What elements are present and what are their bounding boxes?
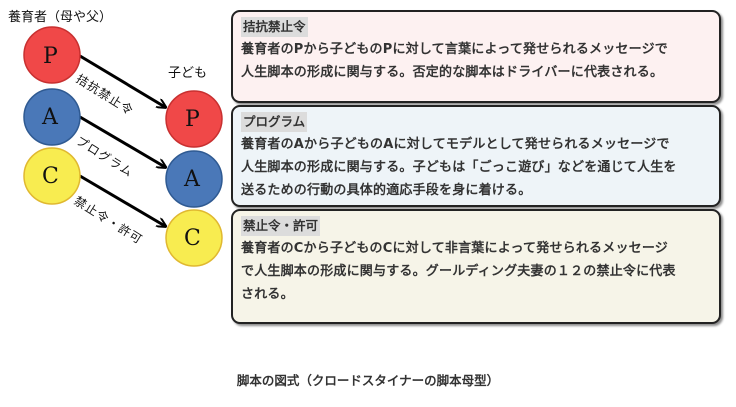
parent-label: 養育者（母や父） [8, 10, 113, 25]
child-label: 子ども [168, 66, 208, 81]
box-line: 人生脚本の形成に関与する。子どもは「ごっこ遊び」などを通じて人生を [241, 160, 677, 175]
box-line: 送るための行動の具体的適応手段を身に着ける。 [241, 183, 532, 198]
box-body: 養育者のAから子どものAに対してモデルとして発せられるメッセージで 人生脚本の形… [241, 133, 711, 202]
box-injunction-permission: 禁止令・許可 養育者のCから子どものCに対して非言葉によって発せられるメッセージ… [231, 209, 721, 324]
parent-c-circle [23, 147, 81, 205]
child-p-letter: P [185, 107, 200, 132]
arrow-a [79, 115, 165, 167]
box-title: プログラム [241, 112, 308, 132]
parent-a-letter: A [42, 105, 58, 130]
parent-a-circle [23, 88, 81, 146]
child-c-circle [165, 209, 223, 267]
box-title: 拮抗禁止令 [241, 17, 308, 37]
box-line: される。 [241, 287, 294, 302]
parent-p-letter: P [43, 44, 58, 69]
box-line: 養育者のAから子どものAに対してモデルとして発せられるメッセージで [241, 137, 670, 152]
parent-c-letter: C [42, 164, 59, 189]
box-line: で人生脚本の形成に関与する。グールディング夫妻の１２の禁止令に代表 [241, 264, 676, 279]
diagram-graphics [23, 26, 223, 267]
box-counter-injunction: 拮抗禁止令 養育者のPから子どものPに対して言葉によって発せられるメッセージで … [231, 10, 721, 103]
child-a-circle [165, 150, 223, 208]
box-body: 養育者のPから子どものPに対して言葉によって発せられるメッセージで 人生脚本の形… [241, 38, 711, 84]
box-line: 養育者のPから子どものPに対して言葉によって発せられるメッセージで [241, 42, 668, 57]
box-line: 養育者のCから子どものCに対して非言葉によって発せられるメッセージ [241, 241, 668, 256]
arrow-c [79, 174, 165, 226]
child-a-letter: A [184, 167, 200, 192]
box-title: 禁止令・許可 [241, 216, 321, 236]
child-p-circle [165, 90, 223, 148]
parent-p-circle [23, 26, 81, 84]
child-c-letter: C [184, 226, 201, 251]
box-program: プログラム 養育者のAから子どものAに対してモデルとして発せられるメッセージで … [231, 105, 721, 207]
figure-caption: 脚本の図式（クロードスタイナーの脚本母型） [236, 373, 500, 388]
arrow-p [79, 54, 165, 107]
script-matrix-diagram: 養育者（母や父） 子ども P A C P A C 拮抗禁止令 プログラム 禁止令… [0, 0, 230, 270]
box-line: 人生脚本の形成に関与する。否定的な脚本はドライバーに代表される。 [241, 65, 664, 80]
box-body: 養育者のCから子どものCに対して非言葉によって発せられるメッセージ で人生脚本の… [241, 237, 711, 306]
